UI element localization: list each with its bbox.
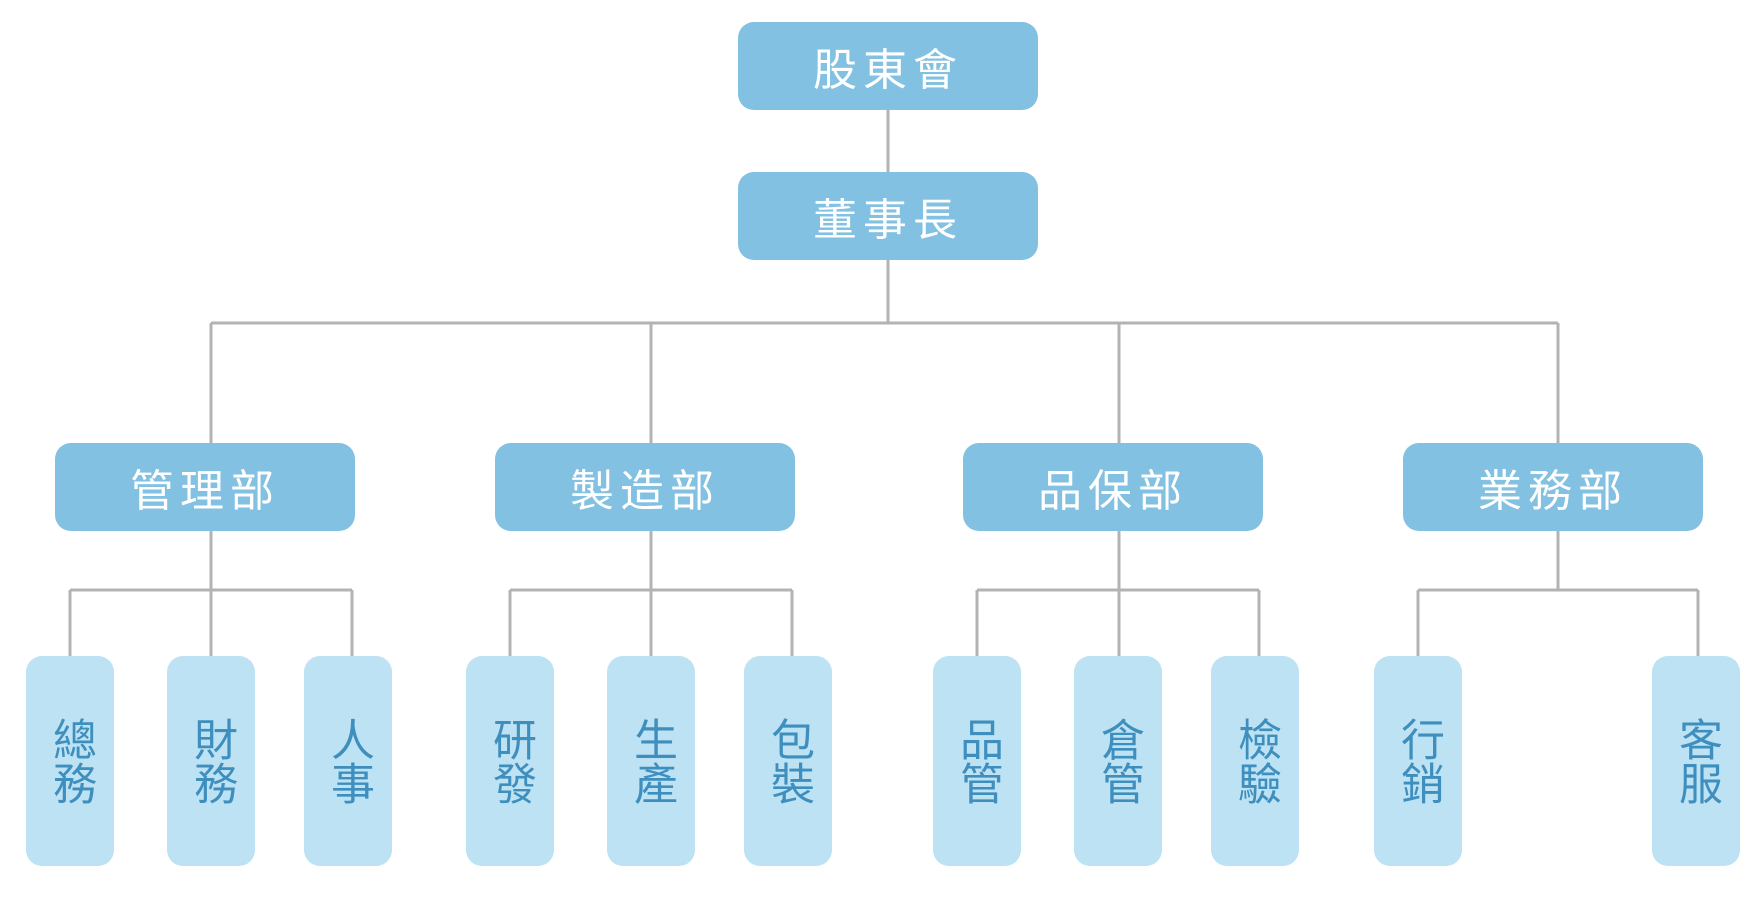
node-unit-label: 人事 bbox=[323, 717, 374, 805]
node-unit-label: 生產 bbox=[626, 717, 677, 805]
node-unit-label: 倉管 bbox=[1093, 717, 1144, 805]
node-chairman: 董事長 bbox=[738, 172, 1038, 260]
node-unit-hr: 人事 bbox=[304, 656, 392, 866]
node-unit-customer-service: 客服 bbox=[1652, 656, 1740, 866]
node-dept-manufacturing: 製造部 bbox=[495, 443, 795, 531]
node-unit-label: 研發 bbox=[485, 717, 536, 805]
node-dept-management: 管理部 bbox=[55, 443, 355, 531]
node-unit-label: 客服 bbox=[1671, 717, 1722, 805]
node-unit-label: 品管 bbox=[952, 717, 1003, 805]
node-unit-marketing: 行銷 bbox=[1374, 656, 1462, 866]
node-dept-quality: 品保部 bbox=[963, 443, 1263, 531]
node-unit-label: 總務 bbox=[45, 717, 96, 805]
node-unit-label: 財務 bbox=[186, 717, 237, 805]
node-unit-label: 檢驗 bbox=[1230, 717, 1281, 805]
node-unit-inspection: 檢驗 bbox=[1211, 656, 1299, 866]
node-unit-finance: 財務 bbox=[167, 656, 255, 866]
node-unit-packaging: 包裝 bbox=[744, 656, 832, 866]
node-unit-label: 行銷 bbox=[1393, 717, 1444, 805]
node-dept-label: 管理部 bbox=[130, 466, 280, 517]
node-dept-sales: 業務部 bbox=[1403, 443, 1703, 531]
node-shareholders: 股東會 bbox=[738, 22, 1038, 110]
node-unit-qc: 品管 bbox=[933, 656, 1021, 866]
node-unit-rnd: 研發 bbox=[466, 656, 554, 866]
node-shareholders-label: 股東會 bbox=[813, 45, 963, 96]
node-unit-general-affairs: 總務 bbox=[26, 656, 114, 866]
node-dept-label: 製造部 bbox=[570, 466, 720, 517]
node-unit-warehouse: 倉管 bbox=[1074, 656, 1162, 866]
node-chairman-label: 董事長 bbox=[813, 195, 963, 246]
node-dept-label: 業務部 bbox=[1478, 466, 1628, 517]
node-unit-label: 包裝 bbox=[763, 717, 814, 805]
node-dept-label: 品保部 bbox=[1038, 466, 1188, 517]
node-unit-production: 生產 bbox=[607, 656, 695, 866]
